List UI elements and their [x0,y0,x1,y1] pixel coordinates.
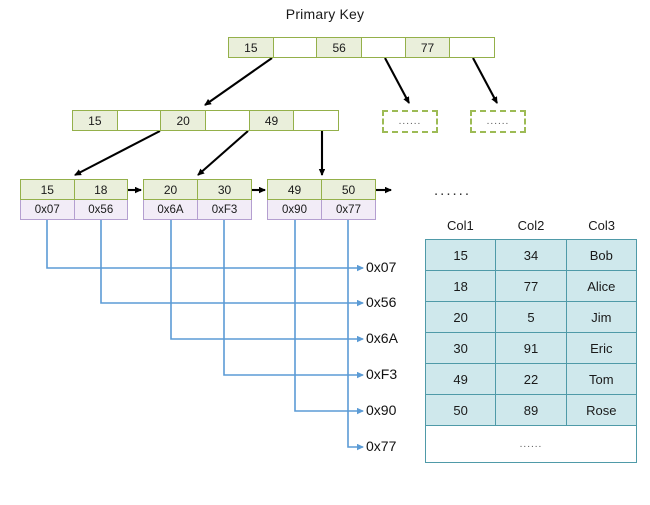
root-node[interactable]: 15 56 77 [228,37,495,58]
cell-r5c1[interactable]: 89 [495,394,567,426]
leaf-1-key-row: 15 18 [20,179,128,200]
leaf-node-3[interactable]: 49 50 0x90 0x77 [267,179,376,220]
internal-cell-key-0[interactable]: 15 [73,111,118,130]
leaf-1-key-0[interactable]: 15 [21,180,75,199]
table-row[interactable]: 50 89 Rose [424,394,638,426]
cell-r3c2[interactable]: Eric [565,332,638,364]
leaf-2-key-row: 20 30 [143,179,252,200]
cell-r4c1[interactable]: 22 [495,363,567,395]
cell-r4c0[interactable]: 49 [424,363,497,395]
leaf-2-ptr-1[interactable]: 0xF3 [198,200,251,219]
table-footer-row: ...... [425,425,637,463]
table-footer-ellipsis: ...... [425,425,637,463]
leaf-3-key-1[interactable]: 50 [322,180,375,199]
leaf-2-key-0[interactable]: 20 [144,180,198,199]
table-header-col3: Col3 [588,218,616,233]
edge-root-to-placeholder-2 [472,57,498,104]
root-cell-ptr-5[interactable] [450,38,495,57]
leaf-1-ptr-0[interactable]: 0x07 [21,200,75,219]
cell-r0c1[interactable]: 34 [495,239,567,271]
placeholder-node-1[interactable]: ...... [382,110,438,133]
leaf-1-pointer-row: 0x07 0x56 [20,200,128,220]
address-label-0x56: 0x56 [366,294,397,310]
root-cell-ptr-3[interactable] [362,38,406,57]
leaf-3-ptr-0[interactable]: 0x90 [268,200,322,219]
edge-internal-to-leaf-1 [74,130,161,176]
leaf-3-ptr-1[interactable]: 0x77 [322,200,375,219]
leaf-3-key-0[interactable]: 49 [268,180,322,199]
internal-cell-ptr-3[interactable] [206,111,250,130]
cell-r3c0[interactable]: 30 [424,332,497,364]
internal-cell-key-4[interactable]: 49 [249,111,295,130]
address-label-0x77: 0x77 [366,438,397,454]
address-label-0x07: 0x07 [366,259,397,275]
cell-r2c1[interactable]: 5 [495,301,567,333]
address-label-0x6A: 0x6A [366,330,398,346]
internal-cell-ptr-5[interactable] [294,111,339,130]
cell-r0c2[interactable]: Bob [565,239,638,271]
root-cell-key-4[interactable]: 77 [405,38,451,57]
cell-r5c0[interactable]: 50 [424,394,497,426]
page-title: Primary Key [285,6,365,22]
address-label-0x90: 0x90 [366,402,397,418]
table-row[interactable]: 18 77 Alice [424,270,638,302]
leaf-1-key-1[interactable]: 18 [74,180,127,199]
leaf-2-pointer-row: 0x6A 0xF3 [143,200,252,220]
cell-r4c2[interactable]: Tom [565,363,638,395]
table-row[interactable]: 20 5 Jim [424,301,638,333]
cell-r3c1[interactable]: 91 [495,332,567,364]
address-label-0xF3: 0xF3 [366,366,398,382]
leaf-node-1[interactable]: 15 18 0x07 0x56 [20,179,128,220]
table-grid: 15 34 Bob 18 77 Alice 20 5 Jim 30 91 [424,239,638,463]
cell-r1c2[interactable]: Alice [565,270,638,302]
table-row[interactable]: 15 34 Bob [424,239,638,271]
leaf-node-2[interactable]: 20 30 0x6A 0xF3 [143,179,252,220]
leaf-3-key-row: 49 50 [267,179,376,200]
internal-cell-ptr-1[interactable] [117,111,162,130]
table-header-row: Col1 Col2 Col3 [425,218,637,233]
table-row[interactable]: 30 91 Eric [424,332,638,364]
cell-r2c2[interactable]: Jim [565,301,638,333]
leaf-2-key-1[interactable]: 30 [198,180,251,199]
records-table: Col1 Col2 Col3 15 34 Bob 18 77 Alice 20 … [424,218,638,463]
root-cell-key-0[interactable]: 15 [229,38,274,57]
leaf-1-ptr-1[interactable]: 0x56 [74,200,127,219]
edge-root-to-internal [204,57,273,106]
table-row[interactable]: 49 22 Tom [424,363,638,395]
table-header-col1: Col1 [446,218,474,233]
leaf-2-ptr-0[interactable]: 0x6A [144,200,198,219]
cell-r1c0[interactable]: 18 [424,270,497,302]
leaf-3-pointer-row: 0x90 0x77 [267,200,376,220]
table-top-ellipsis: ...... [434,182,472,199]
edge-internal-to-leaf-2 [197,130,249,176]
cell-r0c0[interactable]: 15 [424,239,497,271]
root-cell-key-2[interactable]: 56 [317,38,363,57]
cell-r2c0[interactable]: 20 [424,301,497,333]
cell-r5c2[interactable]: Rose [565,394,638,426]
pointer-routing [46,211,364,451]
root-cell-ptr-1[interactable] [273,38,318,57]
edge-root-to-placeholder-1 [384,57,410,104]
cell-r1c1[interactable]: 77 [495,270,567,302]
placeholder-node-2[interactable]: ...... [470,110,526,133]
internal-node[interactable]: 15 20 49 [72,110,339,131]
table-header-col2: Col2 [517,218,545,233]
internal-cell-key-2[interactable]: 20 [161,111,207,130]
